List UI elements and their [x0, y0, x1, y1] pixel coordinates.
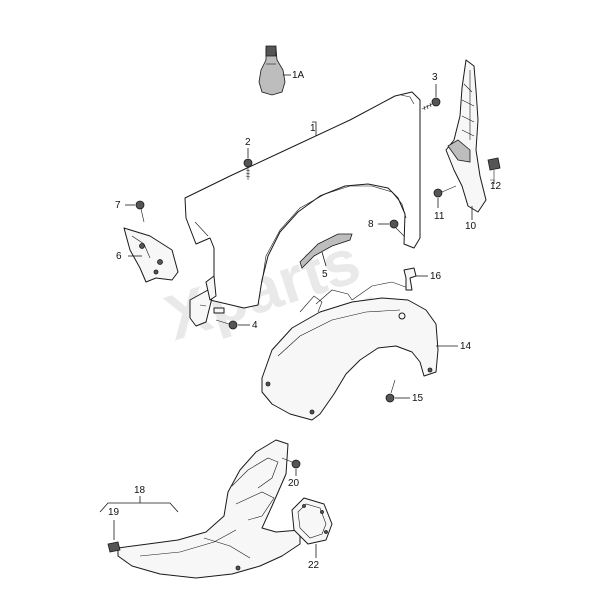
callout-8: 8	[368, 219, 374, 230]
bolt-8[interactable]: 8	[368, 219, 405, 237]
callout-1a: 1A	[292, 70, 305, 81]
callout-22: 22	[308, 560, 320, 571]
clip-16[interactable]: 16	[403, 267, 442, 291]
callout-15: 15	[412, 393, 424, 404]
lower-liner-18[interactable]: 18	[99, 439, 301, 579]
callout-2: 2	[245, 137, 251, 148]
fender-lower-mount	[189, 275, 225, 327]
fender-bracket-10[interactable]: 10	[445, 59, 487, 232]
wheel-arch-trim-5[interactable]: 5	[299, 233, 353, 280]
callout-6: 6	[116, 251, 122, 262]
callout-14: 14	[460, 341, 472, 352]
callout-1: 1	[310, 123, 316, 134]
front-fender[interactable]: 1	[184, 91, 421, 309]
wheel-housing-liner-14[interactable]: 14	[261, 281, 472, 421]
touch-up-paint-bottle[interactable]: 1A	[258, 45, 305, 96]
bolt-7[interactable]: 7	[115, 200, 145, 223]
bolt-4[interactable]: 4	[215, 319, 258, 331]
callout-5: 5	[322, 269, 328, 280]
callout-3: 3	[432, 72, 438, 83]
callout-12: 12	[490, 181, 502, 192]
bracket-6[interactable]: 6	[116, 227, 179, 283]
bolt-15[interactable]: 15	[385, 379, 424, 404]
bolt-2[interactable]: 2	[243, 137, 253, 180]
clip-nut-12[interactable]: 12	[487, 157, 502, 192]
callout-7: 7	[115, 200, 121, 211]
callout-10: 10	[465, 221, 477, 232]
bolt-20[interactable]: 20	[281, 457, 301, 489]
bolt-3[interactable]: 3	[421, 72, 441, 111]
callout-20: 20	[288, 478, 300, 489]
clip-19[interactable]: 19	[107, 507, 121, 553]
callout-19: 19	[108, 507, 120, 518]
bolt-11[interactable]: 11	[433, 185, 457, 222]
callout-11: 11	[434, 211, 445, 222]
callout-4: 4	[252, 320, 258, 331]
access-cover-22[interactable]: 22	[291, 497, 333, 571]
callout-16: 16	[430, 271, 442, 282]
callout-18: 18	[134, 485, 146, 496]
